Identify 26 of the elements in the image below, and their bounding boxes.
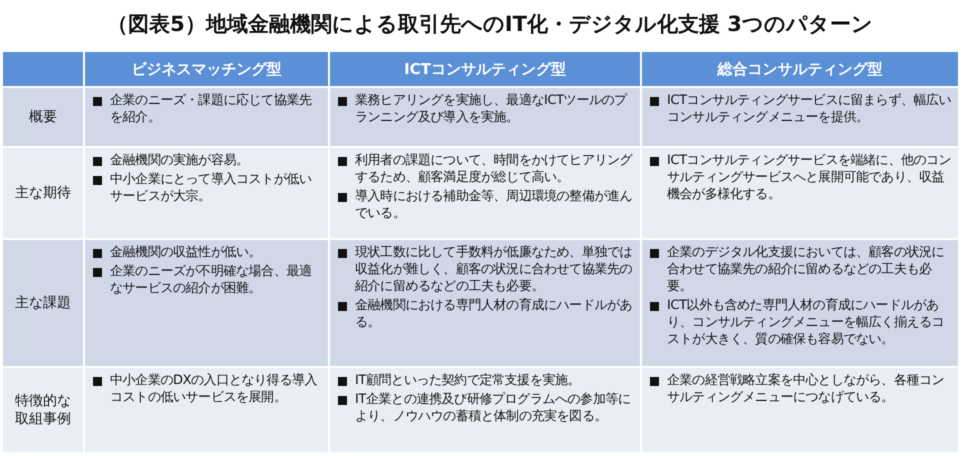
bullet-text: IT企業との連携及び研修プログラムへの参加等により、ノウハウの蓄積と体制の充実を図る。 bbox=[355, 391, 632, 425]
bullet-text: 利用者の課題について、時間をかけてヒアリングするため、顧客満足度が総じて高い。 bbox=[355, 152, 634, 186]
bullet-text: 現状工数に比して手数料が低廉なため、単独では収益化が難しく、顧客の状況に合わせて協業先の紹介に留めるなどの工夫も必要。 bbox=[355, 244, 634, 295]
bullet-text: 企業のニーズが不明確な場合、最適なサービスの紹介が困難。 bbox=[110, 263, 313, 297]
row-header: 主な期待 bbox=[14, 184, 72, 202]
column-header: ICTコンサルティング型 bbox=[330, 52, 640, 86]
row-header: 特徴的な取組事例 bbox=[14, 392, 72, 428]
bullet-text: 中小企業のDXの入口となり得る導入コストの低いサービスを展開。 bbox=[110, 372, 318, 406]
bullet-text: 金融機関の収益性が低い。 bbox=[110, 244, 262, 261]
bullet-text: 業務ヒアリングを実施し、最適なICTツールのプランニング及び導入を実施。 bbox=[355, 92, 628, 126]
bullet-text: 金融機関における専門人材の育成にハードルがある。 bbox=[355, 297, 634, 331]
bullet-text: IT顧問といった契約で定常支援を実施。 bbox=[355, 372, 580, 389]
bullet-text: ICT以外も含めた専門人材の育成にハードルがあり、コンサルティングメニューを幅広く揃えるコストが大きく、質の確保も容易でない。 bbox=[667, 297, 946, 348]
bullet-text: 金融機関の実施が容易。 bbox=[110, 152, 249, 169]
row-header: 概要 bbox=[28, 108, 58, 126]
bullet-text: 導入時における補助金等、周辺環境の整備が進んでいる。 bbox=[355, 188, 634, 222]
bullet-text: 企業のニーズ・課題に応じて協業先を紹介。 bbox=[110, 92, 313, 126]
bullet-text: 企業の経営戦略立案を中心としながら、各種コンサルティングメニューにつなげている。 bbox=[667, 372, 946, 406]
row-header: 主な課題 bbox=[14, 294, 72, 312]
bullet-text: ICTコンサルティングサービスを端緒に、他のコンサルティングサービスへと展開可能であり、収益機会が多様化する。 bbox=[667, 152, 952, 203]
bullet-text: ICTコンサルティングサービスに留まらず、幅広いコンサルティングメニューを提供。 bbox=[667, 92, 952, 126]
title: （図表5）地域金融機関による取引先へのIT化・デジタル化支援 3つのパターン bbox=[107, 12, 873, 36]
bullet-text: 企業のデジタル化支援においては、顧客の状況に合わせて協業先の紹介に留めるなどの工夫も必要。 bbox=[667, 244, 946, 295]
column-header: 総合コンサルティング型 bbox=[642, 52, 958, 86]
column-header: ビジネスマッチング型 bbox=[85, 52, 328, 86]
bullet-text: 中小企業にとって導入コストが低いサービスが大宗。 bbox=[110, 171, 313, 205]
